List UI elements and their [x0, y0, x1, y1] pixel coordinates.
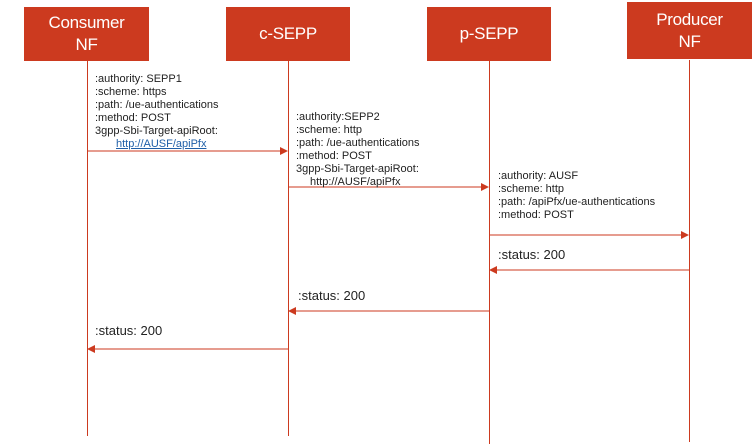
actor-c-sepp-label: c-SEPP [259, 24, 317, 43]
message-2-method: :method: POST [296, 150, 372, 162]
response-2-status: :status: 200 [298, 288, 366, 303]
message-3-headers: :authority: AUSF :scheme: http :path: /a… [498, 170, 655, 222]
message-2-headers: :authority:SEPP2 :scheme: http :path: /u… [296, 111, 420, 189]
lifeline-p-sepp [489, 60, 490, 444]
message-1-apiroot-link[interactable]: http://AUSF/apiPfx [116, 138, 207, 150]
lifeline-consumer [87, 60, 88, 436]
message-1-method: :method: POST [95, 112, 171, 124]
actor-producer-line2: NF [678, 31, 701, 51]
message-2-apiroot-value: http://AUSF/apiPfx [310, 176, 401, 188]
actor-consumer-line1: Consumer [48, 13, 125, 32]
lifeline-producer [689, 60, 690, 442]
actor-producer-nf: Producer NF [627, 2, 752, 59]
message-1-authority: :authority: SEPP1 [95, 73, 182, 85]
message-1-apiroot: 3gpp-Sbi-Target-apiRoot: [95, 125, 218, 137]
actor-consumer-nf: Consumer NF [24, 7, 149, 61]
message-2-apiroot: 3gpp-Sbi-Target-apiRoot: [296, 163, 419, 175]
message-2-scheme: :scheme: http [296, 124, 363, 136]
response-1-status: :status: 200 [498, 247, 566, 262]
message-3-authority: :authority: AUSF [498, 170, 579, 182]
actor-producer-line1: Producer [656, 9, 723, 29]
actor-consumer-line2: NF [75, 35, 98, 54]
lifeline-c-sepp [288, 60, 289, 436]
message-2-authority: :authority:SEPP2 [296, 111, 380, 123]
message-3-path: :path: /apiPfx/ue-authentications [498, 196, 656, 208]
actor-p-sepp-label: p-SEPP [459, 24, 519, 43]
actor-p-sepp: p-SEPP [427, 7, 551, 61]
message-3-scheme: :scheme: http [498, 183, 565, 195]
message-1-path: :path: /ue-authentications [95, 99, 219, 111]
actor-c-sepp: c-SEPP [226, 7, 350, 61]
message-2-path: :path: /ue-authentications [296, 137, 420, 149]
message-3-method: :method: POST [498, 209, 574, 221]
response-3-status: :status: 200 [95, 323, 163, 338]
message-1-headers: :authority: SEPP1 :scheme: https :path: … [95, 73, 219, 151]
message-1-scheme: :scheme: https [95, 86, 167, 98]
